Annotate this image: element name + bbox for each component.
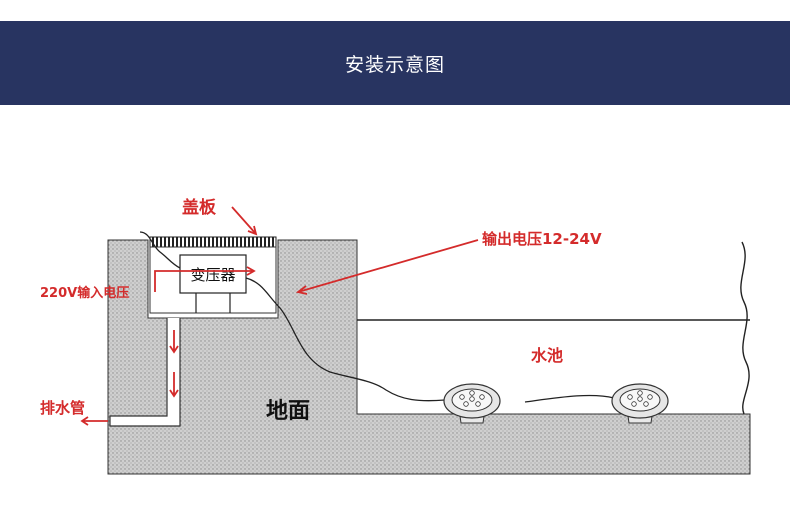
drain-pipe xyxy=(80,318,181,427)
output-voltage-label: 输出电压12-24V xyxy=(482,230,602,248)
header-banner: 安装示意图 xyxy=(0,21,790,105)
pool xyxy=(357,241,750,415)
output-cable xyxy=(245,277,615,403)
ground-label: 地面 xyxy=(266,399,310,424)
page-title: 安装示意图 xyxy=(344,53,445,76)
cover-plate xyxy=(149,236,277,248)
drain-pipe-label: 排水管 xyxy=(40,399,85,417)
cover-plate-label: 盖板 xyxy=(182,197,217,218)
input-cable xyxy=(139,231,181,269)
transformer-label: 变压器 xyxy=(190,266,235,284)
callout-arrows xyxy=(154,206,479,295)
underwater-light-icon xyxy=(443,383,501,424)
input-voltage-label: 220V输入电压 xyxy=(40,285,129,301)
transformer: 变压器 xyxy=(179,254,247,313)
pool-label: 水池 xyxy=(531,346,563,365)
ground-area xyxy=(107,239,751,475)
underwater-light-icon xyxy=(611,383,669,424)
